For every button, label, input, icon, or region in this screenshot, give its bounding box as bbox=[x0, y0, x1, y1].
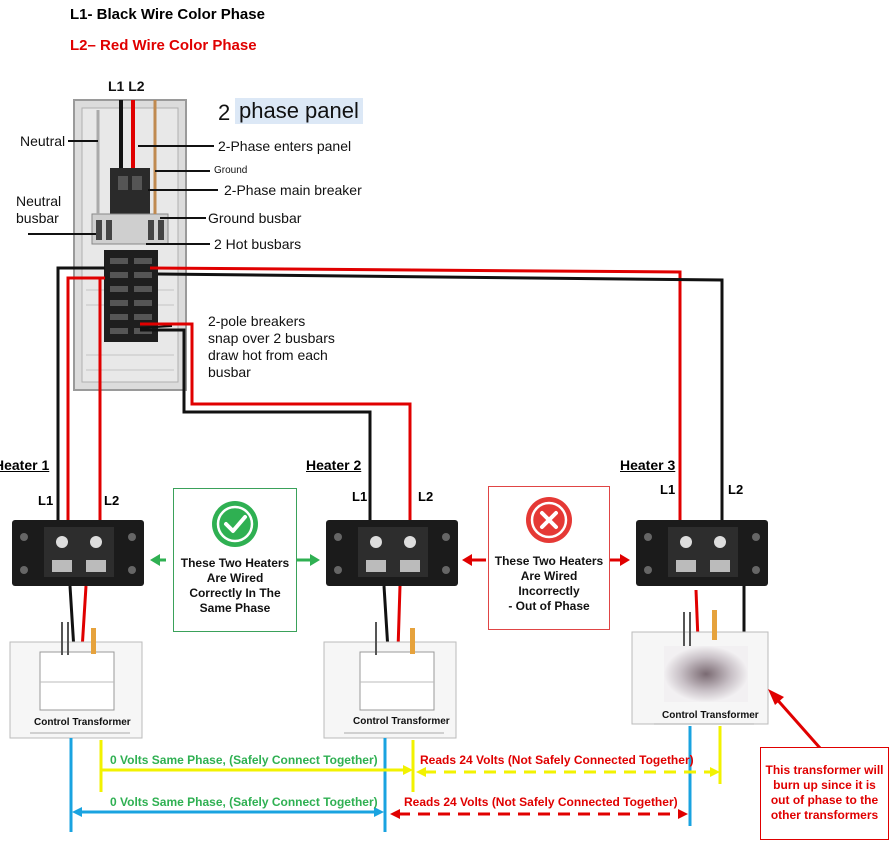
neutral-label: Neutral bbox=[20, 133, 66, 149]
heater-2-l2: L2 bbox=[418, 489, 434, 504]
heater-1-title: Heater 1 bbox=[0, 457, 50, 473]
terminal-block-2 bbox=[326, 520, 458, 586]
heater-2-title: Heater 2 bbox=[306, 457, 362, 473]
ground-busbar-label: Ground busbar bbox=[208, 210, 302, 226]
panel-title: phase panel bbox=[235, 98, 363, 124]
breaker-note: 2-pole breakers snap over 2 busbars draw… bbox=[208, 313, 335, 380]
heater-3-l2: L2 bbox=[728, 482, 744, 497]
warning-text: This transformer will burn up since it i… bbox=[765, 763, 884, 822]
neutral-busbar-label: Neutral busbar bbox=[16, 193, 62, 226]
incorrect-box: These Two Heaters Are Wired Incorrectly … bbox=[488, 486, 610, 630]
blue-same-label: 0 Volts Same Phase, (Safely Connect Toge… bbox=[110, 795, 378, 809]
check-icon bbox=[212, 501, 258, 547]
transformer-2-label: Control Transformer bbox=[353, 716, 450, 727]
ground-label: Ground bbox=[214, 165, 248, 176]
warning-box: This transformer will burn up since it i… bbox=[760, 747, 889, 840]
phase-enters-label: 2-Phase enters panel bbox=[218, 138, 352, 154]
heater-3-title: Heater 3 bbox=[620, 457, 676, 473]
heater-1-l1: L1 bbox=[38, 493, 54, 508]
red-diff-label: Reads 24 Volts (Not Safely Connected Tog… bbox=[404, 795, 678, 809]
panel-two-label: 2 bbox=[218, 100, 231, 125]
terminal-block-1 bbox=[12, 520, 144, 586]
incorrect-box-text: These Two Heaters Are Wired Incorrectly … bbox=[494, 554, 604, 613]
terminal-block-3 bbox=[636, 520, 768, 586]
panel-top-label: L1 L2 bbox=[108, 78, 145, 94]
heater-3-l1: L1 bbox=[660, 482, 676, 497]
hot-busbars-label: 2 Hot busbars bbox=[214, 236, 302, 252]
yellow-diff-label: Reads 24 Volts (Not Safely Connected Tog… bbox=[420, 753, 694, 767]
x-icon bbox=[526, 497, 572, 543]
transformer-1 bbox=[9, 622, 143, 739]
legend-l1: L1- Black Wire Color Phase bbox=[70, 6, 265, 23]
heater-2-l1: L1 bbox=[352, 489, 368, 504]
transformer-3 bbox=[631, 610, 769, 725]
main-breaker-label: 2-Phase main breaker bbox=[224, 182, 362, 198]
yellow-same-label: 0 Volts Same Phase, (Safely Connect Toge… bbox=[110, 753, 378, 767]
correct-box-text: These Two Heaters Are Wired Correctly In… bbox=[180, 556, 290, 615]
transformer-3-label: Control Transformer bbox=[662, 710, 759, 721]
transformer-1-label: Control Transformer bbox=[34, 717, 131, 728]
heater-1-l2: L2 bbox=[104, 493, 120, 508]
transformer-2 bbox=[323, 622, 457, 739]
legend-l2: L2– Red Wire Color Phase bbox=[70, 37, 257, 54]
correct-box: These Two Heaters Are Wired Correctly In… bbox=[173, 488, 297, 632]
